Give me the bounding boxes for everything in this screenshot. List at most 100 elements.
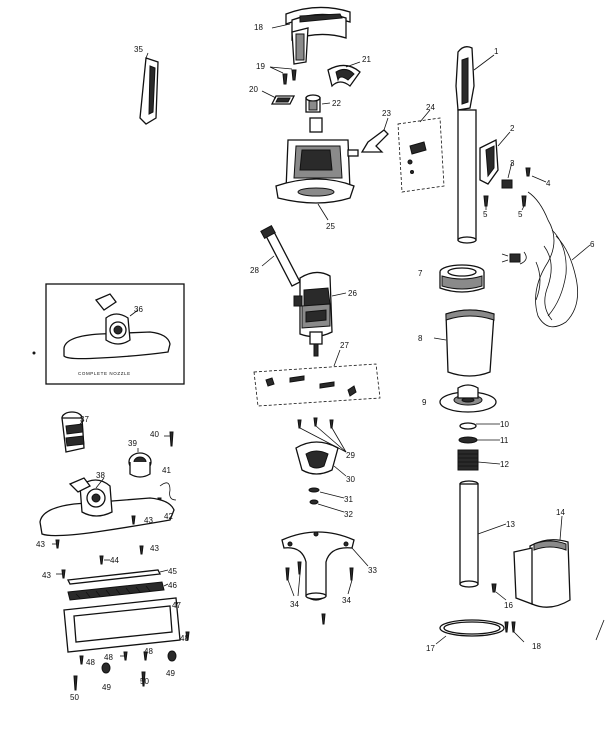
callout-1: 1: [494, 47, 499, 56]
callout-47: 47: [172, 601, 181, 610]
callout-8: 8: [418, 334, 423, 343]
part-35-crevice-tool: [139, 52, 159, 125]
part-25-motor-housing: [275, 117, 359, 221]
callout-48d: 48: [144, 647, 153, 656]
callout-37: 37: [80, 415, 89, 424]
callout-48a: 48: [180, 634, 189, 643]
complete-nozzle-caption: COMPLETE NOZZLE: [78, 371, 131, 376]
callout-18a: 18: [532, 642, 541, 651]
callout-11: 11: [500, 436, 509, 445]
part-24-switch-panel: [397, 109, 445, 193]
part-20-clip: [261, 90, 296, 105]
part-41-spring-clip: [159, 482, 177, 501]
callout-28: 28: [250, 266, 259, 275]
part-40-pin: [164, 431, 174, 447]
callout-14: 14: [556, 508, 565, 517]
callout-27: 27: [340, 341, 349, 350]
callout-43a: 43: [144, 516, 153, 525]
part-44-screw: [99, 555, 110, 565]
callout-10: 10: [500, 420, 509, 429]
callout-43d: 43: [42, 571, 51, 580]
callout-50a: 50: [70, 693, 79, 702]
callout-21: 21: [362, 55, 371, 64]
part-16-screw-lower: [491, 583, 507, 601]
callout-17: 17: [426, 644, 435, 653]
callout-33: 33: [368, 566, 377, 575]
part-49-wheels: [101, 650, 177, 674]
callout-29: 29: [346, 451, 355, 460]
part-48-screws: [79, 631, 190, 665]
callout-labels: 1 2 3 4 5 5 6 7 8 9 10 11 12 13 14 16 17…: [36, 23, 595, 702]
part-11-seal: [458, 436, 500, 444]
part-23-cord-clip: [360, 117, 389, 153]
callout-43c: 43: [150, 544, 159, 553]
callout-7: 7: [418, 269, 423, 278]
part-30-fan-cover: [295, 441, 347, 477]
callout-5a: 5: [483, 210, 488, 219]
part-28-hose: [260, 224, 301, 287]
part-4-screw: [525, 167, 547, 183]
callout-36: 36: [134, 305, 143, 314]
callout-24: 24: [426, 103, 435, 112]
callout-48b: 48: [86, 658, 95, 667]
part-36-complete-nozzle: [32, 283, 185, 385]
callout-2: 2: [510, 124, 515, 133]
callout-48c: 48: [104, 653, 113, 662]
part-18-screws: [504, 621, 525, 643]
part-9-adapter-plate: [439, 384, 497, 413]
callout-25: 25: [326, 222, 335, 231]
part-21-handle-bracket: [327, 61, 361, 88]
part-6-power-cord: [501, 191, 591, 328]
callout-38: 38: [96, 471, 105, 480]
part-47-base-plate: [63, 597, 181, 653]
part-45-bumper-strip: [67, 569, 169, 585]
callout-49b: 49: [166, 669, 175, 678]
part-13-lower-tube: [459, 480, 507, 588]
callout-6: 6: [590, 240, 595, 249]
part-17-belt: [435, 619, 505, 645]
part-26-motor: [293, 271, 347, 357]
part-10-washer: [459, 422, 500, 430]
part-43-screws: [52, 515, 144, 579]
callout-34a: 34: [290, 600, 299, 609]
callout-40: 40: [150, 430, 159, 439]
callout-16: 16: [504, 601, 513, 610]
part-19-screws: [269, 66, 297, 85]
callout-3: 3: [510, 159, 515, 168]
part-32-nut: [309, 499, 345, 513]
callout-35: 35: [134, 45, 143, 54]
part-27-hardware-kit: [253, 349, 381, 407]
callout-5b: 5: [518, 210, 523, 219]
callout-32: 32: [344, 510, 353, 519]
part-33-base-housing: [281, 531, 369, 601]
callout-20: 20: [249, 85, 258, 94]
part-37-hose-coupling: [61, 411, 85, 453]
callout-34b: 34: [342, 596, 351, 605]
callout-13: 13: [506, 520, 515, 529]
part-2-switch-housing: [479, 131, 511, 185]
callout-50b: 50: [140, 677, 149, 686]
callout-41: 41: [162, 466, 171, 475]
callout-39: 39: [128, 439, 137, 448]
part-14-tool-caddy: [513, 515, 571, 608]
callout-45: 45: [168, 567, 177, 576]
part-22-bushing: [305, 94, 331, 113]
part-34-screws: [285, 561, 354, 625]
part-3-switch: [501, 161, 513, 189]
part-7-filter-ring: [439, 264, 485, 293]
part-5-screws: [483, 195, 527, 211]
part-16-handle-grip: [271, 6, 351, 65]
callout-18b: 18: [254, 23, 263, 32]
callout-19: 19: [256, 62, 265, 71]
callout-44: 44: [110, 556, 119, 565]
callout-30: 30: [346, 475, 355, 484]
part-12-spring: [457, 449, 501, 471]
part-1-upper-handle-tube: [455, 46, 495, 244]
callout-43b: 43: [36, 540, 45, 549]
callout-12: 12: [500, 460, 509, 469]
part-31-washer: [308, 487, 345, 499]
callout-4: 4: [546, 179, 551, 188]
callout-31: 31: [344, 495, 353, 504]
